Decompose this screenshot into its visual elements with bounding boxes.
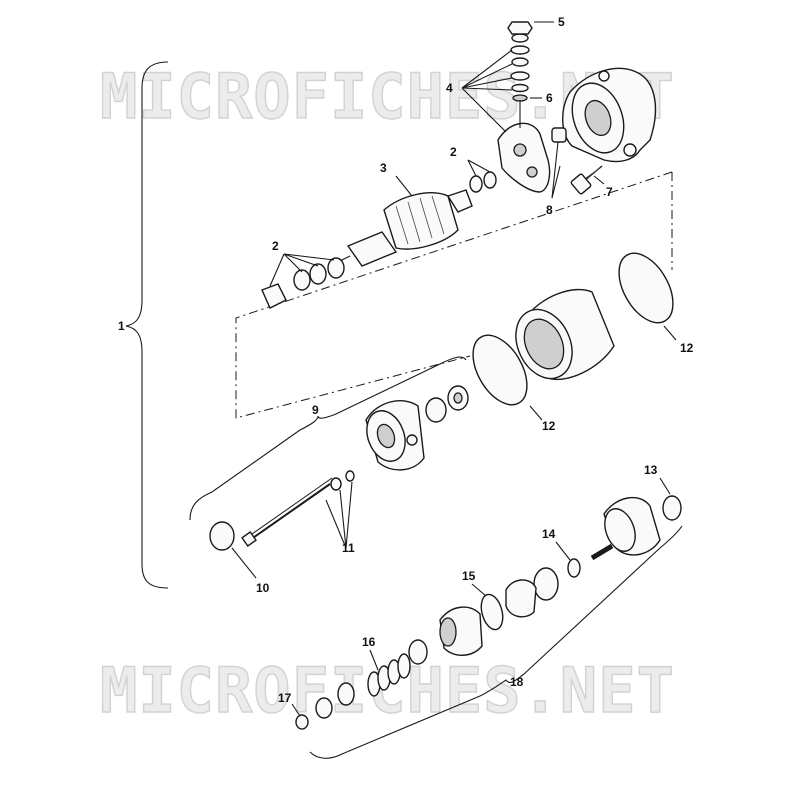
- clutch-gear: [439, 606, 483, 656]
- callout-15: 15: [462, 569, 476, 583]
- callout-3: 3: [380, 161, 387, 175]
- callout-10: 10: [256, 581, 270, 595]
- callout-1: 1: [118, 319, 125, 333]
- drive-housing-9: [365, 400, 425, 471]
- callout-18: 18: [510, 675, 524, 689]
- armature-group-outline: [235, 171, 673, 419]
- leader-lines: [231, 21, 677, 717]
- callout-2-upper: 2: [450, 145, 457, 159]
- callout-14: 14: [542, 527, 556, 541]
- nut-17: [295, 714, 309, 730]
- callout-12-upper: 12: [680, 341, 694, 355]
- bolt-7: [570, 165, 603, 195]
- callout-17: 17: [278, 691, 292, 705]
- armature-3: [337, 189, 473, 267]
- collars-lower: [315, 682, 355, 719]
- o-ring-12-upper: [618, 252, 674, 324]
- o-ring-10: [209, 521, 235, 551]
- assembly-brace: [125, 61, 169, 589]
- callout-11: 11: [342, 541, 355, 555]
- washers-2-upper: [469, 171, 497, 193]
- watermark-bottom: MICROFICHES.NET: [100, 654, 675, 727]
- o-ring-12-lower: [472, 334, 528, 406]
- callout-4: 4: [446, 81, 453, 95]
- group-bracket-9: [189, 356, 467, 521]
- callout-16: 16: [362, 635, 376, 649]
- field-frame: [515, 288, 615, 380]
- spring-16: [367, 653, 411, 697]
- callout-9: 9: [312, 403, 319, 417]
- clip-14: [567, 558, 581, 578]
- nut-5: [507, 21, 533, 35]
- callout-12-lower: 12: [542, 419, 556, 433]
- washer-13: [662, 495, 682, 521]
- callout-6: 6: [546, 91, 553, 105]
- o-ring-15: [480, 593, 504, 631]
- callout-13: 13: [644, 463, 658, 477]
- washers-2-lower: [261, 257, 345, 309]
- washer-stack-4-6: [510, 33, 530, 128]
- collar-plate: [505, 567, 559, 618]
- callout-5: 5: [558, 15, 565, 29]
- callout-2-lower: 2: [272, 239, 279, 253]
- through-bolts-11: [241, 470, 355, 547]
- pinion-gear-assembly: [590, 496, 661, 561]
- bearings: [425, 385, 469, 423]
- callout-7: 7: [606, 185, 613, 199]
- end-cap-housing: [562, 67, 657, 163]
- brush-plate: [497, 122, 551, 193]
- sleeve: [408, 639, 428, 665]
- callout-8: 8: [546, 203, 553, 217]
- bushing-8: [551, 127, 567, 143]
- group-bracket-18: [309, 525, 683, 759]
